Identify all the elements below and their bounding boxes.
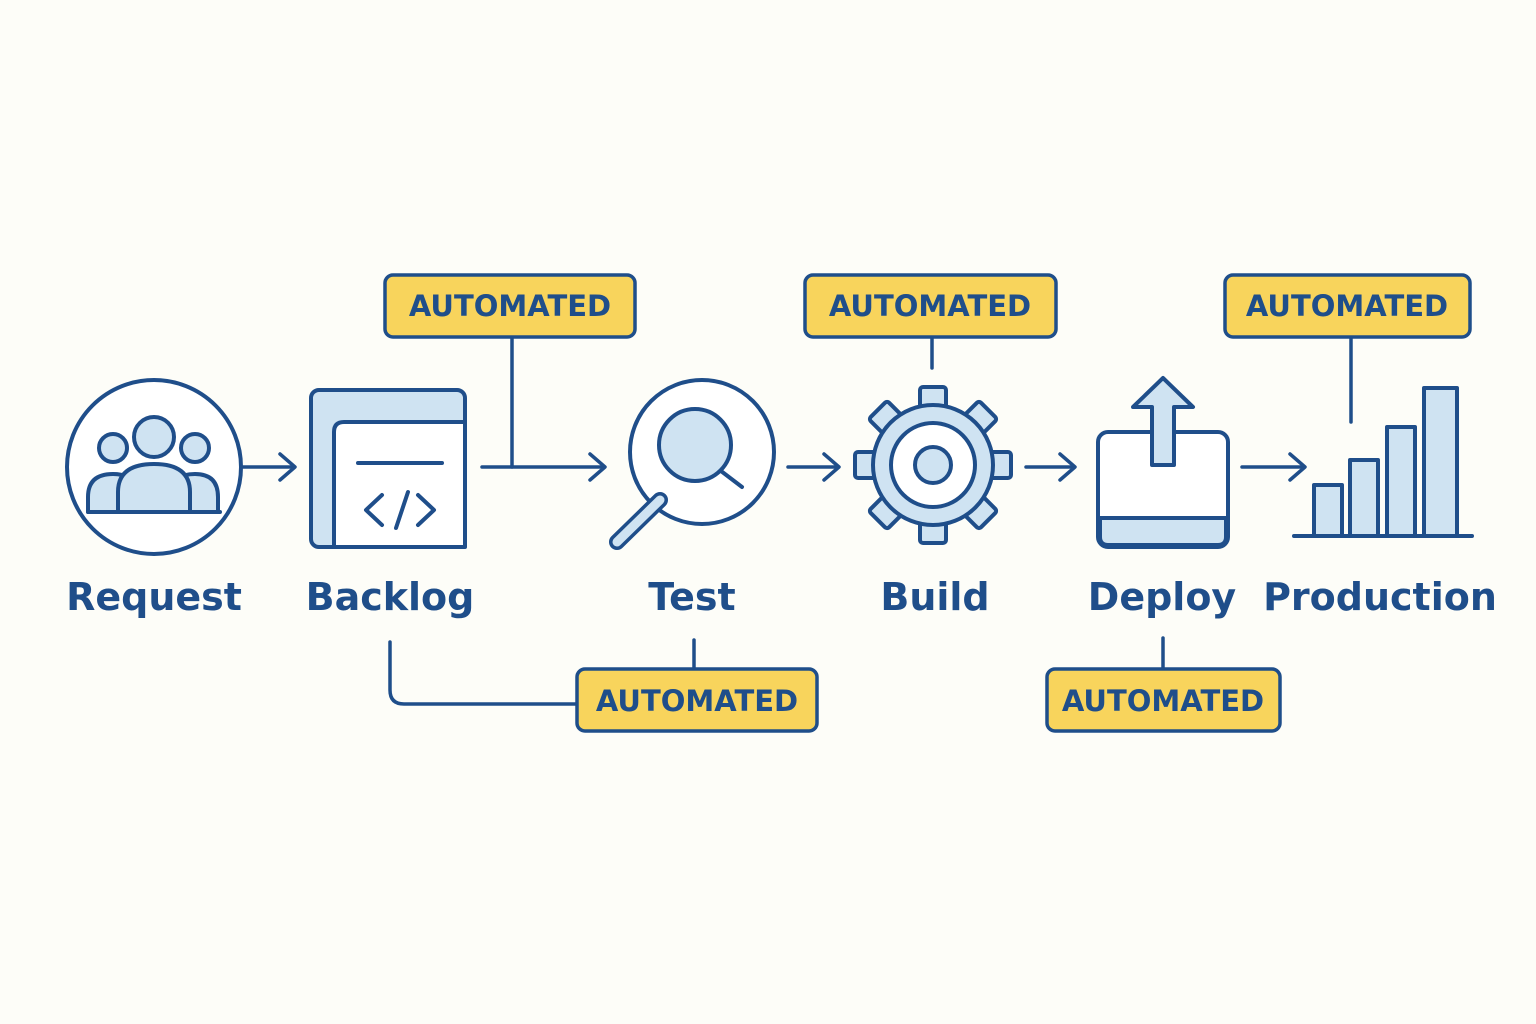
badge-label: AUTOMATED <box>409 289 611 323</box>
stage-label-test: Test <box>648 575 735 619</box>
stage-label-build: Build <box>880 575 989 619</box>
automated-badge-test: AUTOMATED <box>575 667 819 733</box>
automated-badge-production: AUTOMATED <box>1223 273 1472 339</box>
stage-label-production: Production <box>1263 575 1497 619</box>
arrow-request-backlog <box>240 452 297 482</box>
bar-chart-icon <box>1292 386 1474 538</box>
gear-icon <box>853 385 1013 545</box>
arrow-backlog-test <box>480 452 607 482</box>
arrow-deploy-production <box>1240 452 1307 482</box>
people-icon <box>65 378 243 556</box>
code-window-icon <box>309 388 467 549</box>
upload-box-icon <box>1096 376 1230 549</box>
badge-label: AUTOMATED <box>596 684 798 718</box>
stage-label-deploy: Deploy <box>1088 575 1237 619</box>
badge-label: AUTOMATED <box>1246 289 1448 323</box>
automated-badge-backlog: AUTOMATED <box>383 273 637 339</box>
magnifier-icon <box>609 378 776 550</box>
arrow-build-deploy <box>1024 452 1077 482</box>
automated-badge-deploy: AUTOMATED <box>1045 667 1282 733</box>
stage-label-backlog: Backlog <box>306 575 475 619</box>
stage-label-request: Request <box>66 575 242 619</box>
automated-badge-build: AUTOMATED <box>803 273 1058 339</box>
arrow-test-build <box>786 452 841 482</box>
badge-connector-4 <box>388 640 579 706</box>
badge-label: AUTOMATED <box>829 289 1031 323</box>
badge-label: AUTOMATED <box>1062 684 1264 718</box>
